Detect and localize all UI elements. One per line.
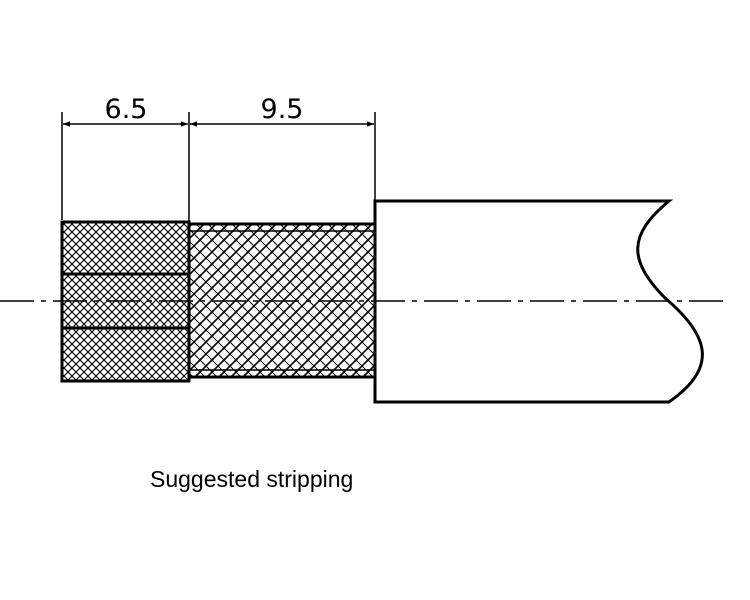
diagram-caption: Suggested stripping [150, 466, 354, 492]
conductor-top [60, 220, 191, 276]
dimension-label-right: 9.5 [261, 94, 304, 125]
dimension-label-left: 6.5 [105, 94, 148, 125]
conductor-bottom [60, 326, 191, 383]
